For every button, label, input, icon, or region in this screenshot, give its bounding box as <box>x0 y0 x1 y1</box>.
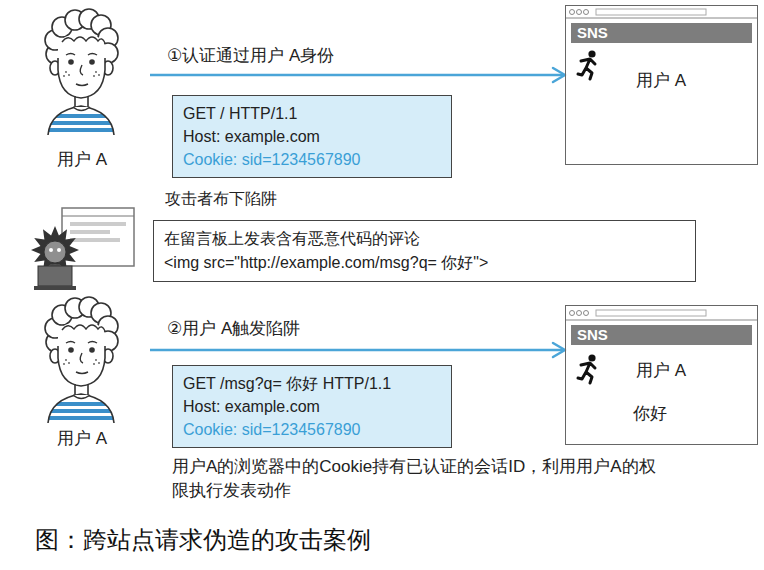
attacker-figure <box>70 230 110 234</box>
comment-text: 在留言板上发表含有恶意代码的评论 <box>164 227 685 251</box>
user-figure: 用户 A <box>35 5 150 175</box>
browser-titlebar <box>596 310 706 316</box>
user-face <box>40 297 122 423</box>
site-bar: SNS <box>571 325 752 345</box>
browser-titlebar <box>596 9 706 15</box>
browser-titlebar <box>566 18 757 19</box>
note-text: 用户A的浏览器中的Cookie持有已认证的会话ID，利用用户A的权限执行发表动作 <box>172 455 662 503</box>
attacker-figure <box>57 248 61 252</box>
header-line: Host: example.com <box>183 125 441 148</box>
step-label: ②用户 A触发陷阱 <box>165 317 302 340</box>
request-box: GET / HTTP/1.1Host: example.comCookie: s… <box>172 95 452 178</box>
attacker-figure <box>62 216 134 217</box>
cookie-line: Cookie: sid=1234567890 <box>183 148 441 171</box>
attacker-figure <box>34 286 76 290</box>
browser-window: SNS 用户 A <box>565 5 758 165</box>
request-box: GET /msg?q= 你好 HTTP/1.1Host: example.com… <box>172 365 452 448</box>
arrow-line <box>150 349 564 352</box>
comment-box: 在留言板上发表含有恶意代码的评论<img src="http://example… <box>153 220 696 282</box>
browser-titlebar <box>584 311 589 316</box>
arrow-line <box>150 74 564 77</box>
attacker-figure <box>62 208 134 266</box>
browser-titlebar <box>570 10 575 15</box>
attacker-figure <box>70 222 126 226</box>
figure-caption: 图：跨站点请求伪造的攻击案例 <box>35 524 371 556</box>
runner-icon <box>578 354 596 383</box>
browser-titlebar <box>584 10 589 15</box>
posted-text: 你好 <box>633 402 667 425</box>
browser-titlebar <box>577 311 582 316</box>
user-name: 用户 A <box>636 359 686 382</box>
arrow-head <box>553 343 565 357</box>
browser-titlebar <box>570 311 575 316</box>
user-label: 用户 A <box>57 148 107 171</box>
user-face <box>40 9 122 135</box>
arrow-head <box>553 68 565 82</box>
flow-arrow <box>150 343 565 357</box>
attacker-figure <box>38 266 72 286</box>
browser-titlebar <box>566 310 757 320</box>
request-line: GET /msg?q= 你好 HTTP/1.1 <box>183 372 441 395</box>
runner-icon <box>578 50 596 79</box>
header-line: Host: example.com <box>183 395 441 418</box>
site-bar: SNS <box>571 23 752 43</box>
attacker-figure <box>49 248 53 252</box>
malicious-code: <img src="http://example.com/msg?q= 你好"> <box>164 251 685 275</box>
user-name: 用户 A <box>636 69 686 92</box>
attacker-figure <box>44 241 66 263</box>
trap-group: 攻击者布下陷阱在留言板上发表含有恶意代码的评论<img src="http://… <box>153 188 696 282</box>
browser-titlebar <box>566 320 757 321</box>
user-label: 用户 A <box>57 427 107 450</box>
flow-arrow <box>150 68 565 82</box>
attacker-figure <box>70 238 120 242</box>
request-line: GET / HTTP/1.1 <box>183 102 441 125</box>
step-label: ①认证通过用户 A身份 <box>165 44 336 67</box>
browser-titlebar <box>566 9 757 18</box>
cookie-line: Cookie: sid=1234567890 <box>183 418 441 441</box>
attacker-figure <box>31 208 134 290</box>
user-figure: 用户 A <box>35 285 150 454</box>
trap-heading: 攻击者布下陷阱 <box>153 188 696 220</box>
browser-titlebar <box>577 10 582 15</box>
browser-window: SNS 用户 A 你好 <box>565 305 758 445</box>
